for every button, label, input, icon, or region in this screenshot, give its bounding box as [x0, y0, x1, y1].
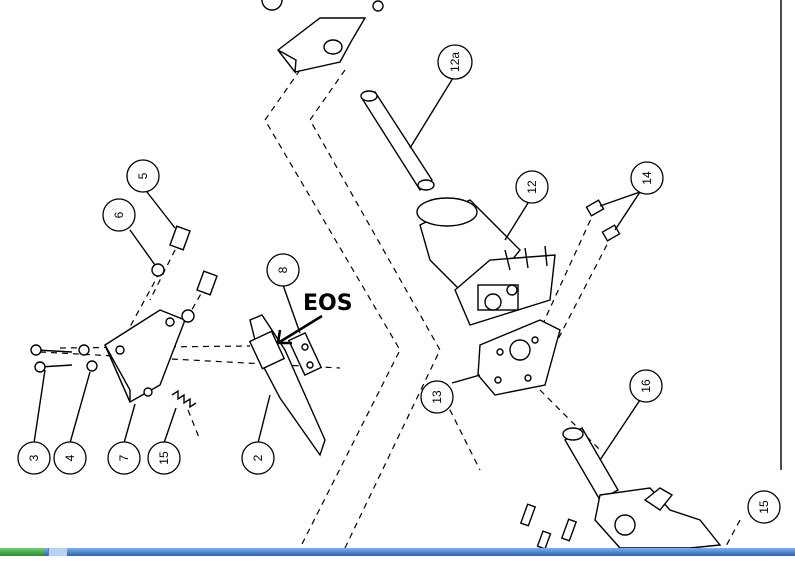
callout-3: 3 — [17, 441, 51, 475]
taskbar[interactable] — [0, 548, 795, 556]
top-bracket — [261, 0, 384, 74]
screws-bottom — [519, 503, 578, 550]
callout-14-label: 14 — [640, 171, 654, 185]
callout-4-label: 4 — [63, 454, 77, 461]
bracket-7 — [104, 309, 186, 403]
callout-13-label: 13 — [430, 390, 444, 404]
eos-label: EOS — [303, 291, 353, 316]
eos-annotation: EOS — [276, 291, 353, 345]
screw14b-path — [554, 234, 613, 346]
callout-12a-label: 12a — [448, 52, 462, 72]
callout-7: 7 — [107, 441, 141, 475]
callout-2-label: 2 — [251, 454, 265, 461]
shaft-16 — [562, 426, 722, 549]
screw-5 — [169, 225, 218, 296]
lever-2 — [248, 314, 326, 457]
callout-14: 14 — [630, 161, 664, 195]
callout-7-label: 7 — [117, 454, 131, 461]
screw5-path — [149, 239, 181, 301]
spring-15 — [171, 389, 201, 441]
callout-15-left: 15 — [147, 441, 181, 475]
motor-12 — [416, 197, 556, 326]
callout-6: 6 — [102, 198, 136, 232]
axis-line-upper — [59, 345, 251, 349]
bracket13-path — [539, 389, 601, 451]
callout-6-label: 6 — [112, 211, 126, 218]
callout-12-label: 12 — [525, 180, 539, 194]
nut-4 — [78, 344, 98, 372]
start-button[interactable] — [0, 548, 44, 556]
callout-16-label: 16 — [639, 379, 653, 393]
callout-5-label: 5 — [136, 172, 150, 179]
callout-13: 13 — [420, 380, 454, 414]
bracket-13 — [477, 319, 561, 396]
callout-15-left-label: 15 — [157, 451, 171, 465]
spring15b-path — [724, 519, 741, 549]
screw14a-path — [539, 209, 596, 331]
roller-12a — [360, 90, 435, 192]
callout-4: 4 — [53, 441, 87, 475]
taskbar-app-button[interactable] — [48, 548, 67, 556]
callout-12a: 12a — [437, 44, 473, 80]
callout-8-label: 8 — [276, 266, 290, 273]
screw-3 — [30, 344, 73, 373]
callout-15-right: 15 — [747, 490, 781, 524]
callout-8: 8 — [266, 253, 300, 287]
callout-15-right-label: 15 — [757, 500, 771, 514]
callout-12: 12 — [515, 170, 549, 204]
washer-6 — [151, 263, 195, 323]
callout-2: 2 — [241, 441, 275, 475]
callout-3-label: 3 — [27, 454, 41, 461]
callout-5: 5 — [126, 159, 160, 193]
callout-16: 16 — [629, 369, 663, 403]
leader-lines — [33, 77, 641, 461]
screws-14 — [585, 199, 621, 242]
